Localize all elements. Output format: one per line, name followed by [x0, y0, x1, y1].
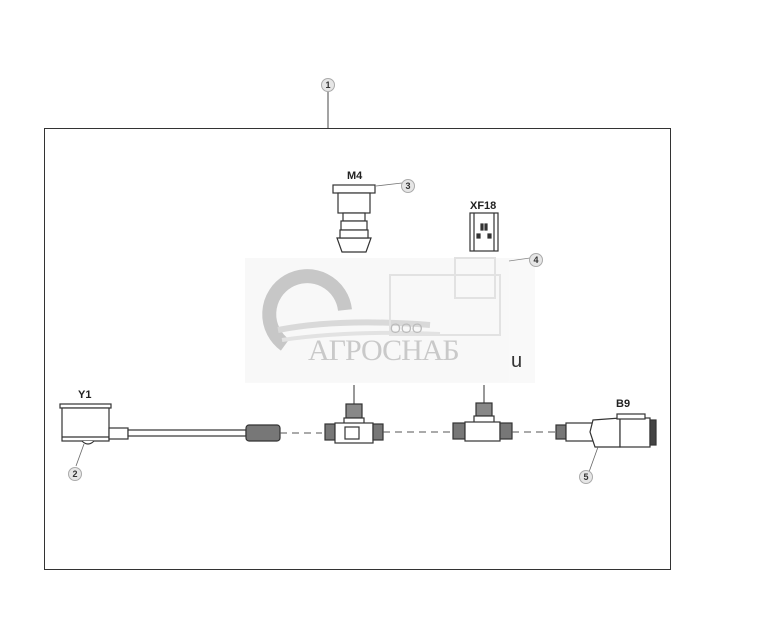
assembly-frame: [44, 128, 671, 570]
b9-connector-shape: [555, 413, 657, 448]
label-y1: Y1: [78, 389, 92, 401]
watermark-name: АГРОСНАБ: [308, 334, 460, 367]
callout-3: 3: [401, 179, 415, 193]
xf18-socket-shape: [469, 212, 499, 252]
watermark-suffix: u: [511, 350, 523, 372]
label-m4: M4: [347, 170, 363, 182]
callout-1: 1: [321, 78, 335, 92]
label-b9: B9: [616, 398, 631, 410]
callout-4: 4: [529, 253, 543, 267]
watermark-logo: [245, 257, 535, 383]
callout-2: 2: [68, 467, 82, 481]
m4-connector-shape: [332, 184, 376, 253]
callout-5: 5: [579, 470, 593, 484]
label-xf18: XF18: [470, 200, 497, 212]
tee-connector-1-shape: [324, 385, 384, 444]
tee-connector-2-shape: [452, 385, 513, 442]
watermark-prefix: ООО: [390, 320, 423, 336]
y1-valve-shape: [59, 403, 281, 445]
